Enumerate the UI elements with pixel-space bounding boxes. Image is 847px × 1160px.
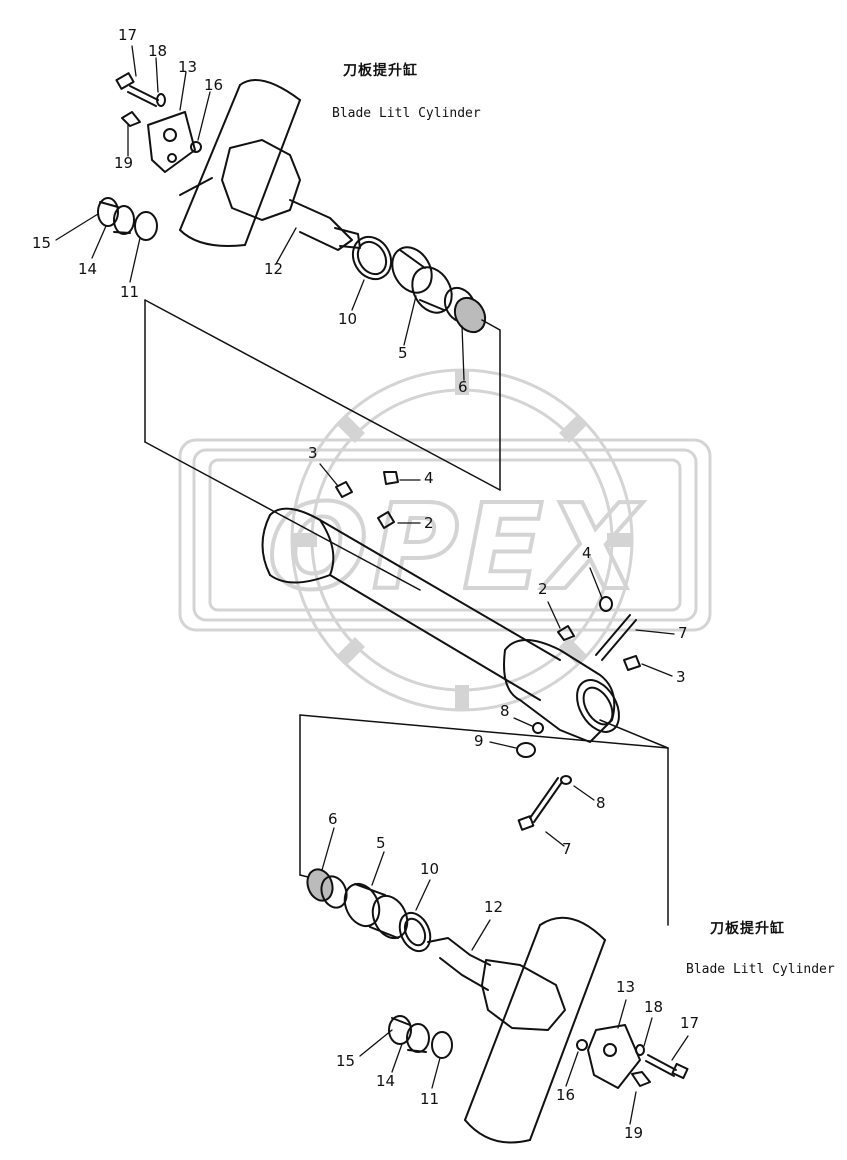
rod-7-top (595, 614, 637, 661)
part-label: 14 (376, 1072, 396, 1090)
part-label: 11 (420, 1090, 440, 1108)
part-label: 12 (264, 260, 284, 278)
part-label: 12 (484, 898, 504, 916)
cylinder-body (261, 507, 620, 743)
lower-seal-10 (398, 911, 432, 953)
lower-nut-16 (576, 1039, 588, 1051)
part-label: 15 (32, 234, 52, 252)
title-top-cn: 刀板提升缸 (343, 63, 418, 79)
part-label: 2 (538, 580, 548, 598)
upper-bushing-6 (443, 286, 487, 334)
guide-lines (144, 299, 669, 926)
nut-9 (516, 742, 536, 758)
title-bottom-en: Blade Litl Cylinder (686, 962, 835, 977)
lower-tube (464, 916, 606, 1144)
part-label: 17 (680, 1014, 700, 1032)
part-label: 11 (120, 283, 140, 301)
part-label: 7 (562, 840, 572, 858)
upper-bushing-14 (97, 197, 135, 235)
upper-pin-19 (121, 111, 141, 127)
title-top-en: Blade Litl Cylinder (332, 106, 481, 121)
part-label: 4 (582, 544, 592, 562)
part-label: 18 (644, 998, 664, 1016)
watermark-logo (178, 368, 712, 712)
part-label: 17 (118, 26, 138, 44)
lower-washer-18 (635, 1044, 645, 1056)
part-label: 19 (624, 1124, 644, 1142)
part-label: 19 (114, 154, 134, 172)
part-label: 16 (204, 76, 224, 94)
part-label: 2 (424, 514, 434, 532)
fitting-3-top (335, 481, 353, 498)
lower-rod-end-12 (427, 937, 566, 1031)
upper-nut-16 (190, 141, 202, 153)
part-label: 14 (78, 260, 98, 278)
part-label: 13 (178, 58, 198, 76)
part-label: 3 (308, 444, 318, 462)
part-label: 8 (500, 702, 510, 720)
part-label: 15 (336, 1052, 356, 1070)
upper-tube (179, 79, 301, 247)
upper-washer-18 (156, 93, 166, 107)
part-label: 7 (678, 624, 688, 642)
part-label: 6 (328, 810, 338, 828)
lower-bushing-6 (306, 868, 348, 909)
upper-rod-end-12 (179, 139, 361, 251)
part-label: 6 (458, 378, 468, 396)
upper-seal-11 (134, 211, 158, 241)
part-label: 3 (676, 668, 686, 686)
fitting-2-bottom (557, 625, 575, 641)
upper-bushing-5 (391, 246, 453, 314)
part-label: 4 (424, 469, 434, 487)
watermark-text: OPEX (268, 478, 643, 616)
washer-8-b (560, 775, 572, 785)
lower-bushing-5 (343, 882, 409, 940)
bolt-7-bottom (517, 777, 563, 831)
washer-8-a (532, 722, 544, 734)
lower-seal-11 (431, 1031, 453, 1059)
fitting-4-bottom (599, 596, 613, 612)
part-label: 10 (338, 310, 358, 328)
lower-clamp-13 (587, 1024, 641, 1089)
fitting-4-top (383, 471, 399, 485)
part-label: 18 (148, 42, 168, 60)
lower-pin-19 (631, 1071, 651, 1087)
upper-bolt-17 (115, 72, 159, 107)
upper-seal-10 (351, 235, 393, 281)
fitting-2-top (377, 511, 395, 529)
upper-clamp-13 (147, 111, 196, 173)
part-label: 10 (420, 860, 440, 878)
part-label: 5 (398, 344, 408, 362)
leader-lines (55, 45, 689, 1125)
lower-bolt-17 (645, 1054, 689, 1080)
lower-bushing-14 (388, 1015, 430, 1053)
title-bottom-cn: 刀板提升缸 (710, 921, 785, 937)
part-label: 8 (596, 794, 606, 812)
part-label: 9 (474, 732, 484, 750)
part-label: 5 (376, 834, 386, 852)
fitting-3-bottom (623, 655, 641, 671)
part-label: 13 (616, 978, 636, 996)
part-label: 16 (556, 1086, 576, 1104)
